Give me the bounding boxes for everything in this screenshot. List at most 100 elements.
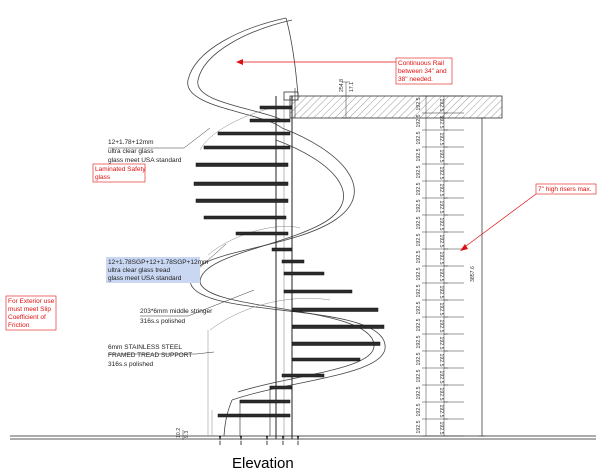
svg-text:glass: glass [95,174,111,181]
tread [195,198,289,203]
riser-dim-label-rotated: 192.5 [438,286,444,299]
red-arrowheads [236,59,468,251]
riser-dim-label-rotated: 192.5 [438,235,444,248]
tread [239,399,291,404]
svg-text:203*6mm middle stringer: 203*6mm middle stringer [140,308,213,315]
riser-dim-label: 192.5 [416,352,422,365]
drawing-title: Elevation [232,455,294,471]
svg-text:Coefficient of: Coefficient of [8,314,46,321]
riser-dim-label-rotated: 192.5 [438,184,444,197]
laminated-glass-callout: Laminated Safety glass [92,163,146,183]
upper-floor-slab [283,88,503,119]
riser-dim-label: 192.5 [416,97,422,110]
riser-dim-label-rotated: 192.5 [438,303,444,316]
riser-dim-label-rotated: 192.5 [438,354,444,367]
risers-callout: 7" high risers max. [535,183,597,195]
svg-text:FRAMED TREAD SUPPORT: FRAMED TREAD SUPPORT [108,352,192,359]
tread [291,307,379,312]
riser-dimension-chain [422,95,464,437]
riser-dim-label: 192.5 [416,182,422,195]
tread [249,118,291,123]
anchor-bolts [219,436,299,445]
tread [269,385,293,390]
riser-dim-label-rotated: 192.5 [438,269,444,282]
riser-dim-label: 192.5 [416,386,422,399]
tread [195,162,289,167]
exterior-use-callout: For Exterior use must meet Slip Coeffici… [5,295,57,331]
central-column [275,96,293,439]
ground-line [10,435,596,440]
riser-dim-label: 192.5 [416,301,422,314]
svg-text:For Exterior use: For Exterior use [8,298,55,305]
riser-dim-label: 192.5 [416,131,422,144]
tread-supports [239,386,271,436]
tread [203,215,287,220]
svg-text:Continuous Rail: Continuous Rail [398,60,444,67]
riser-dim-label: 192.5 [416,369,422,382]
glass-balustrade [199,105,331,436]
svg-text:316s.s polished: 316s.s polished [140,318,186,325]
riser-dim-label: 192.5 [416,267,422,280]
svg-text:7" high risers max.: 7" high risers max. [538,186,592,193]
slab-dim-2: 17.1 [349,82,355,92]
riser-dim-label: 192.5 [416,148,422,161]
riser-dim-label: 192.5 [416,199,422,212]
tread [283,289,353,294]
riser-dim-label-rotated: 192.5 [438,388,444,401]
tread [291,357,361,362]
tread [203,145,291,150]
tread [235,231,289,236]
tread [291,324,385,329]
riser-dim-label: 192.5 [416,335,422,348]
total-height-dimension [478,117,486,437]
svg-text:glass meet USA standard: glass meet USA standard [108,157,182,164]
riser-dim-label: 192.5 [416,165,422,178]
tread [283,271,325,276]
riser-dim-label-rotated: 192.5 [438,201,444,214]
glass-spec-note: 12+1.78+12mm ultra clear glass glass mee… [108,139,182,164]
riser-dim-label: 192.5 [416,318,422,331]
svg-text:316s.s polished: 316s.s polished [108,361,154,368]
tread [193,181,289,186]
tread [217,413,291,418]
riser-dim-label-rotated: 192.5 [438,133,444,146]
tread [281,259,305,264]
tread [259,105,293,110]
stringer-note: 203*6mm middle stringer 316s.s polished [140,308,213,325]
svg-text:ultra clear glass tread: ultra clear glass tread [108,267,171,274]
riser-dim-label-rotated: 192.5 [438,116,444,129]
riser-dim-label-rotated: 192.5 [438,252,444,265]
red-leaders [95,61,537,250]
riser-dim-label: 192.5 [416,250,422,263]
base-dim-2: 9.3 [184,431,190,438]
helical-rail [187,17,386,437]
tread [217,131,291,136]
riser-dim-label-rotated: 192.5 [438,99,444,112]
svg-text:Friction: Friction [8,322,30,329]
riser-dim-label-rotated: 192.5 [438,422,444,435]
riser-dim-label-rotated: 192.5 [438,337,444,350]
support-note: 6mm STAINLESS STEEL FRAMED TREAD SUPPORT… [108,344,192,368]
svg-text:6mm STAINLESS STEEL: 6mm STAINLESS STEEL [108,344,182,351]
svg-text:38" needed.: 38" needed. [398,76,433,83]
riser-dim-label: 192.5 [416,403,422,416]
riser-dim-label-rotated: 192.5 [438,167,444,180]
tread [291,341,381,346]
riser-dim-label-rotated: 192.5 [438,150,444,163]
tread [281,373,325,378]
riser-dim-label-rotated: 192.5 [438,405,444,418]
stair-treads [193,105,385,418]
riser-dim-label: 192.5 [416,284,422,297]
riser-dim-label-rotated: 192.5 [438,371,444,384]
svg-text:between 34" and: between 34" and [398,68,447,75]
riser-dim-label: 192.5 [416,420,422,433]
tread [271,247,293,252]
riser-dim-label: 192.5 [416,114,422,127]
svg-text:ultra clear glass: ultra clear glass [108,148,154,155]
slab-dim-1: 254.8 [339,79,345,92]
continuous-rail-callout: Continuous Rail between 34" and 38" need… [395,57,453,85]
total-height-label: 3857.6 [470,266,476,282]
svg-text:Laminated Safety: Laminated Safety [95,166,146,173]
base-dim-1: 10.2 [176,428,182,438]
